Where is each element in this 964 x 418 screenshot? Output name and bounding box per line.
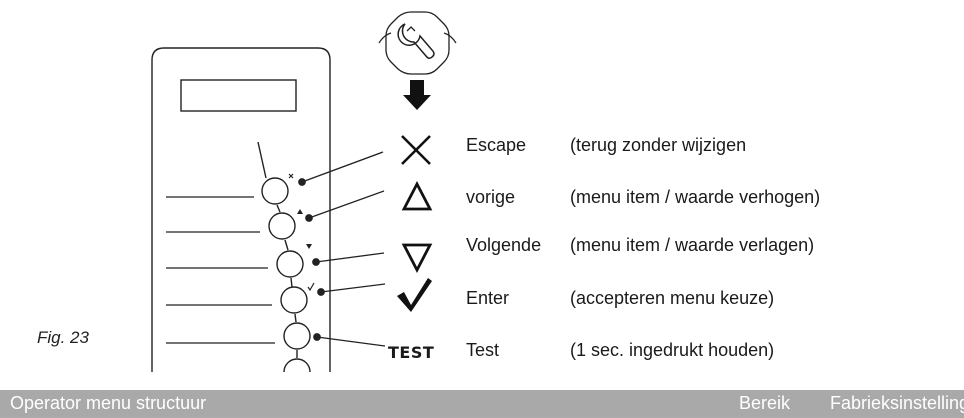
display-window bbox=[180, 79, 297, 112]
button-stack bbox=[257, 141, 311, 373]
down-button bbox=[276, 250, 304, 278]
leader-lines bbox=[298, 151, 386, 347]
arrow-down-icon bbox=[403, 80, 431, 110]
escape-label: Escape bbox=[466, 135, 527, 155]
test-button bbox=[283, 322, 311, 350]
header-operator-menu: Operator menu structuur bbox=[10, 393, 207, 413]
checkmark-icon bbox=[397, 278, 432, 312]
enter-description: (accepteren menu keuze) bbox=[570, 288, 775, 308]
escape-button bbox=[261, 177, 289, 205]
enter-button bbox=[280, 286, 308, 314]
up-button bbox=[268, 212, 296, 240]
controller-diagram bbox=[151, 11, 457, 373]
triangle-down-icon bbox=[401, 243, 433, 274]
escape-cross-icon bbox=[401, 135, 431, 165]
table-header-bar: Operator menu structuur Bereik Fabrieksi… bbox=[0, 390, 964, 418]
button-mini-symbols bbox=[288, 173, 315, 292]
header-factory-setting: Fabrieksinstelling bbox=[830, 393, 964, 413]
next-label: Volgende bbox=[466, 235, 542, 255]
previous-label: vorige bbox=[466, 187, 516, 207]
header-range: Bereik bbox=[739, 393, 791, 413]
enter-label: Enter bbox=[466, 288, 510, 308]
previous-description: (menu item / waarde verhogen) bbox=[570, 187, 821, 207]
test-description: (1 sec. ingedrukt houden) bbox=[570, 340, 775, 360]
escape-description: (terug zonder wijzigen bbox=[570, 135, 747, 155]
next-description: (menu item / waarde verlagen) bbox=[570, 235, 815, 255]
bottom-button-partial bbox=[283, 358, 311, 373]
figure-caption: Fig. 23 bbox=[37, 328, 89, 347]
controller-panel bbox=[151, 47, 331, 372]
triangle-up-icon bbox=[401, 180, 433, 211]
panel-label-lines bbox=[166, 196, 275, 344]
test-text-icon: TEST bbox=[388, 343, 435, 362]
wrench-knob-icon bbox=[378, 11, 457, 75]
test-label: Test bbox=[466, 340, 500, 360]
